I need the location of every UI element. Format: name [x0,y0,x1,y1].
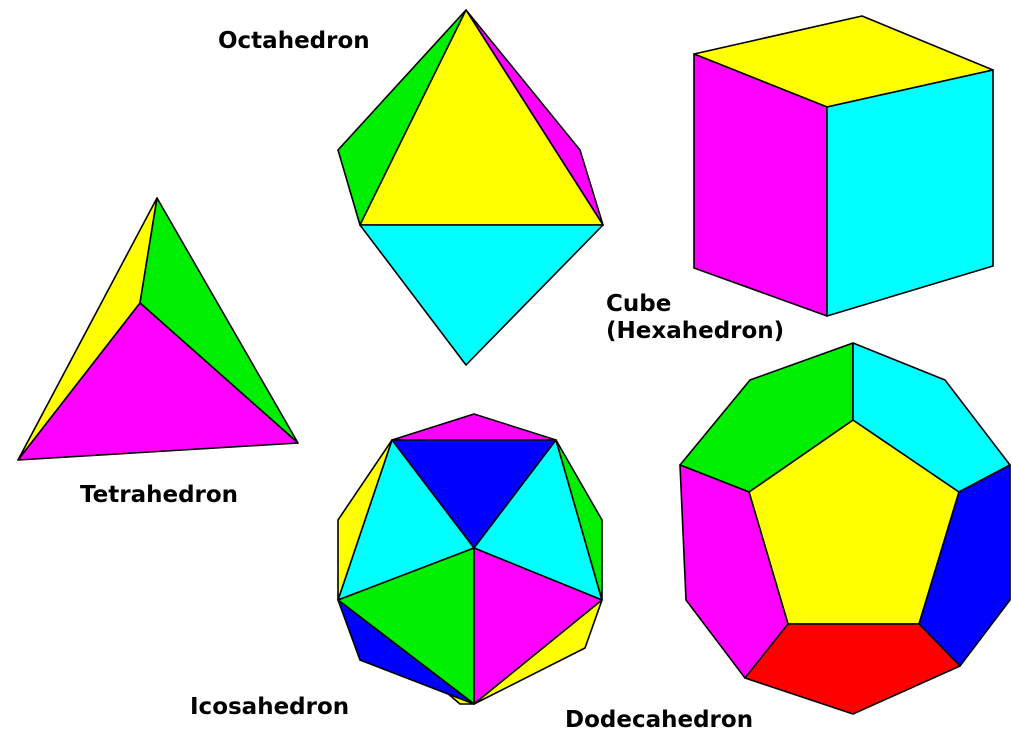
cube-label: Cube (Hexahedron) [606,291,784,345]
dodecahedron-label: Dodecahedron [565,707,754,733]
cube-label-line2: (Hexahedron) [606,318,785,344]
icosahedron-face-magenta [391,413,557,441]
cube [693,15,994,317]
tetrahedron [17,197,299,461]
dodecahedron-face-magenta [679,464,789,679]
tetrahedron-face-magenta [17,302,299,461]
dodecahedron [679,342,1011,715]
icosahedron-face-yellow [473,599,603,705]
cube-label-line1: Cube [606,291,672,317]
dodecahedron-face-red [744,623,961,715]
dodecahedron-face-cyan [852,342,1011,493]
tetrahedron-label: Tetrahedron [80,482,239,508]
octahedron-face-cyan [359,224,604,366]
icosahedron-face-green [555,439,603,601]
octahedron-label: Octahedron [218,28,370,54]
icosahedron [337,413,603,705]
cube-face-cyan [826,69,994,317]
octahedron [337,9,604,366]
icosahedron-label: Icosahedron [190,694,350,720]
icosahedron-face-blue [337,599,475,705]
dodecahedron-face-blue [918,464,1011,667]
icosahedron-face-yellow [337,439,393,601]
